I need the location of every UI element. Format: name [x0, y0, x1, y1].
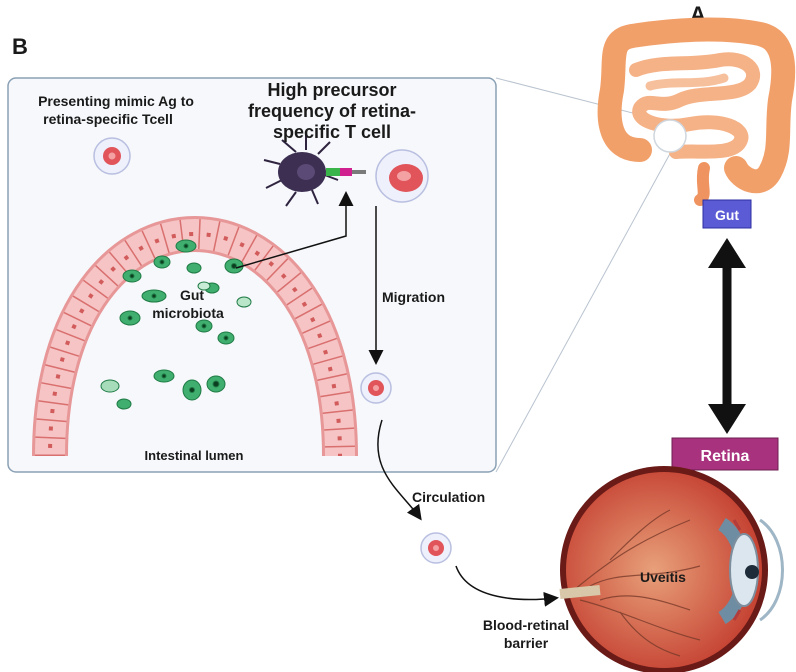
dendritic-cell	[263, 134, 339, 207]
barrier-label-2: barrier	[504, 635, 549, 651]
zoom-circle	[653, 119, 687, 153]
zoom-line-bottom	[495, 149, 673, 473]
precursor-label-2: frequency of retina-	[248, 101, 416, 121]
uveitis-label: Uveitis	[640, 569, 686, 585]
retina-specific-t-cell	[375, 149, 429, 203]
eye-illustration	[559, 466, 784, 672]
circulation-label: Circulation	[412, 489, 485, 505]
retina-box	[671, 437, 779, 471]
antigen-connector	[235, 191, 354, 269]
presenting-label-1: Presenting mimic Ag to	[38, 93, 194, 109]
retina-box-label: Retina	[701, 448, 750, 465]
gut-box-label: Gut	[715, 207, 739, 223]
precursor-label-1: High precursor	[267, 80, 396, 100]
t-cell-migrated	[360, 372, 392, 404]
intestinal-lumen-label: Intestinal lumen	[145, 448, 244, 463]
precursor-label-3: specific T cell	[273, 122, 391, 142]
migration-label: Migration	[382, 289, 445, 305]
panel-b-letter: B	[12, 34, 28, 59]
gut-retina-arrow	[708, 238, 746, 434]
intestine-illustration	[597, 17, 796, 206]
gut-box	[702, 199, 752, 229]
gut-microbiota-label-1: Gut	[180, 287, 204, 303]
presenting-label-2: retina-specific Tcell	[43, 111, 173, 127]
barrier-arrow	[455, 565, 559, 607]
panel-b-box	[7, 77, 497, 473]
barrier-label-1: Blood-retinal	[483, 617, 569, 633]
t-cell-circulating	[420, 532, 452, 564]
t-cell-presenting	[93, 137, 131, 175]
circulation-arrow	[377, 419, 422, 521]
gut-microbiota-label-2: microbiota	[152, 305, 224, 321]
intestinal-epithelium	[32, 216, 358, 457]
gut-microbiota-cluster	[100, 239, 252, 410]
mhc-tcr-complex	[326, 168, 366, 176]
